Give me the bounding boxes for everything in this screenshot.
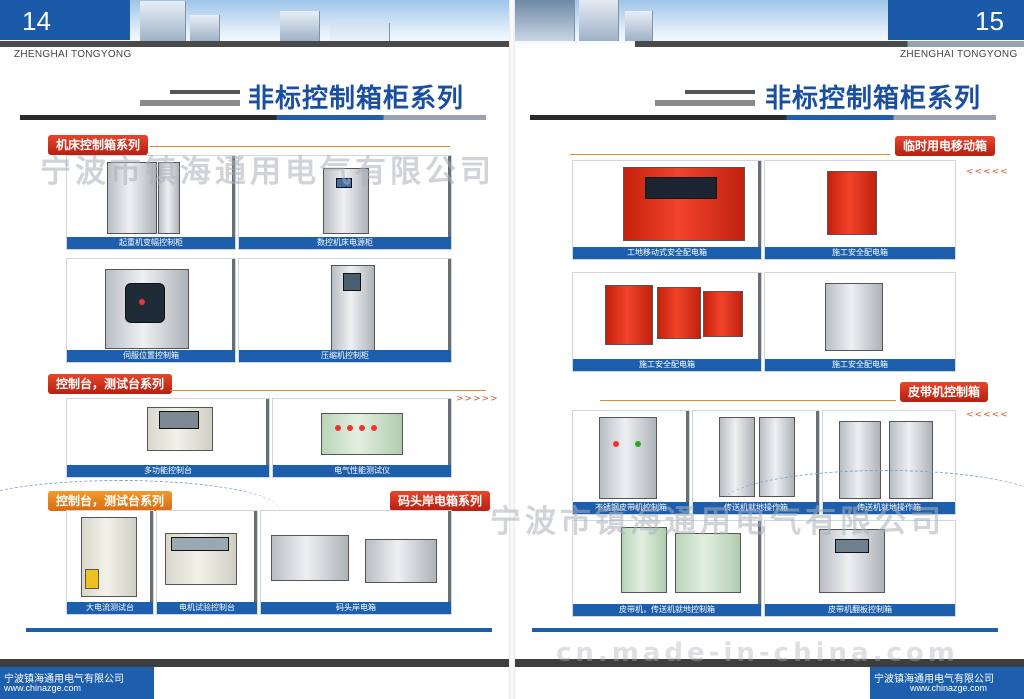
product-caption: 不锈钢皮带机控制箱 xyxy=(573,502,689,514)
product-caption: 起重机变幅控制柜 xyxy=(67,237,235,249)
section-tag-console: 控制台，测试台系列 xyxy=(48,374,173,394)
product-caption: 电气性能测试仪 xyxy=(273,465,451,477)
product-caption: 多功能控制台 xyxy=(67,465,269,477)
product-caption: 伺服位置控制箱 xyxy=(67,350,235,362)
product-caption: 压缩机控制柜 xyxy=(239,350,451,362)
product-cell: 多功能控制台 xyxy=(66,398,270,478)
header-banner-right: 15 xyxy=(515,0,1024,47)
watermark-company: 宁波市镇海通用电气有限公司 xyxy=(40,154,495,190)
product-cell: 数控机床电源柜 xyxy=(238,155,452,250)
watermark-url: cn.made-in-china.com xyxy=(556,638,959,668)
product-caption: 工地移动式安全配电箱 xyxy=(573,247,761,259)
footer-company-right: 宁波镇海通用电气有限公司 www.chinazge.com xyxy=(870,667,1024,699)
product-cell: 码头岸电箱 xyxy=(260,510,452,615)
product-caption: 施工安全配电箱 xyxy=(765,359,955,371)
section-tag-shore-power: 码头岸电箱系列 xyxy=(390,491,491,511)
product-caption: 皮带机，传送机就地控制箱 xyxy=(573,604,761,616)
header-banner-left: 14 xyxy=(0,0,509,47)
section-title-left: 非标控制箱柜系列 xyxy=(248,84,465,114)
product-caption: 电机试验控制台 xyxy=(157,602,257,614)
title-decor-left xyxy=(170,90,240,94)
section-title-right: 非标控制箱柜系列 xyxy=(765,84,982,114)
product-caption: 施工安全配电箱 xyxy=(765,247,955,259)
product-caption: 大电流测试台 xyxy=(67,602,153,614)
footer-company-left: 宁波镇海通用电气有限公司 www.chinazge.com xyxy=(0,667,154,699)
product-caption: 数控机床电源柜 xyxy=(239,237,451,249)
product-cell: 电气性能测试仪 xyxy=(272,398,452,478)
brand-left: ZHENGHAI TONGYONG xyxy=(14,49,132,60)
product-cell: 压缩机控制柜 xyxy=(238,258,452,363)
page-number-right: 15 xyxy=(975,6,1004,36)
chevron-decor: <<<<< xyxy=(966,410,1009,420)
product-caption: 码头岸电箱 xyxy=(261,602,451,614)
section-tag-belt-conveyor: 皮带机控制箱 xyxy=(900,382,989,402)
title-rule-left xyxy=(20,115,486,120)
product-cell: 工地移动式安全配电箱 xyxy=(572,160,762,260)
chevron-decor: >>>>> xyxy=(456,394,499,404)
product-cell: 皮带机，传送机就地控制箱 xyxy=(572,520,762,617)
chevron-decor: <<<<< xyxy=(966,167,1009,177)
section-tag-temporary-power: 临时用电移动箱 xyxy=(895,136,996,156)
product-cell: 施工安全配电箱 xyxy=(764,272,956,372)
product-cell: 不锈钢皮带机控制箱 xyxy=(572,410,690,515)
page-number-left: 14 xyxy=(22,6,51,36)
product-caption: 施工安全配电箱 xyxy=(573,359,761,371)
product-cell: 起重机变幅控制柜 xyxy=(66,155,236,250)
page-spine xyxy=(509,0,515,699)
brand-right: ZHENGHAI TONGYONG xyxy=(900,49,1018,60)
title-rule-right xyxy=(530,115,996,120)
section-tag-machine-tool: 机床控制箱系列 xyxy=(48,135,149,155)
product-caption: 皮带机翻板控制箱 xyxy=(765,604,955,616)
product-cell: 施工安全配电箱 xyxy=(764,160,956,260)
product-cell: 伺服位置控制箱 xyxy=(66,258,236,363)
product-cell: 施工安全配电箱 xyxy=(572,272,762,372)
watermark-company: 宁波市镇海通用电气有限公司 xyxy=(490,504,945,540)
